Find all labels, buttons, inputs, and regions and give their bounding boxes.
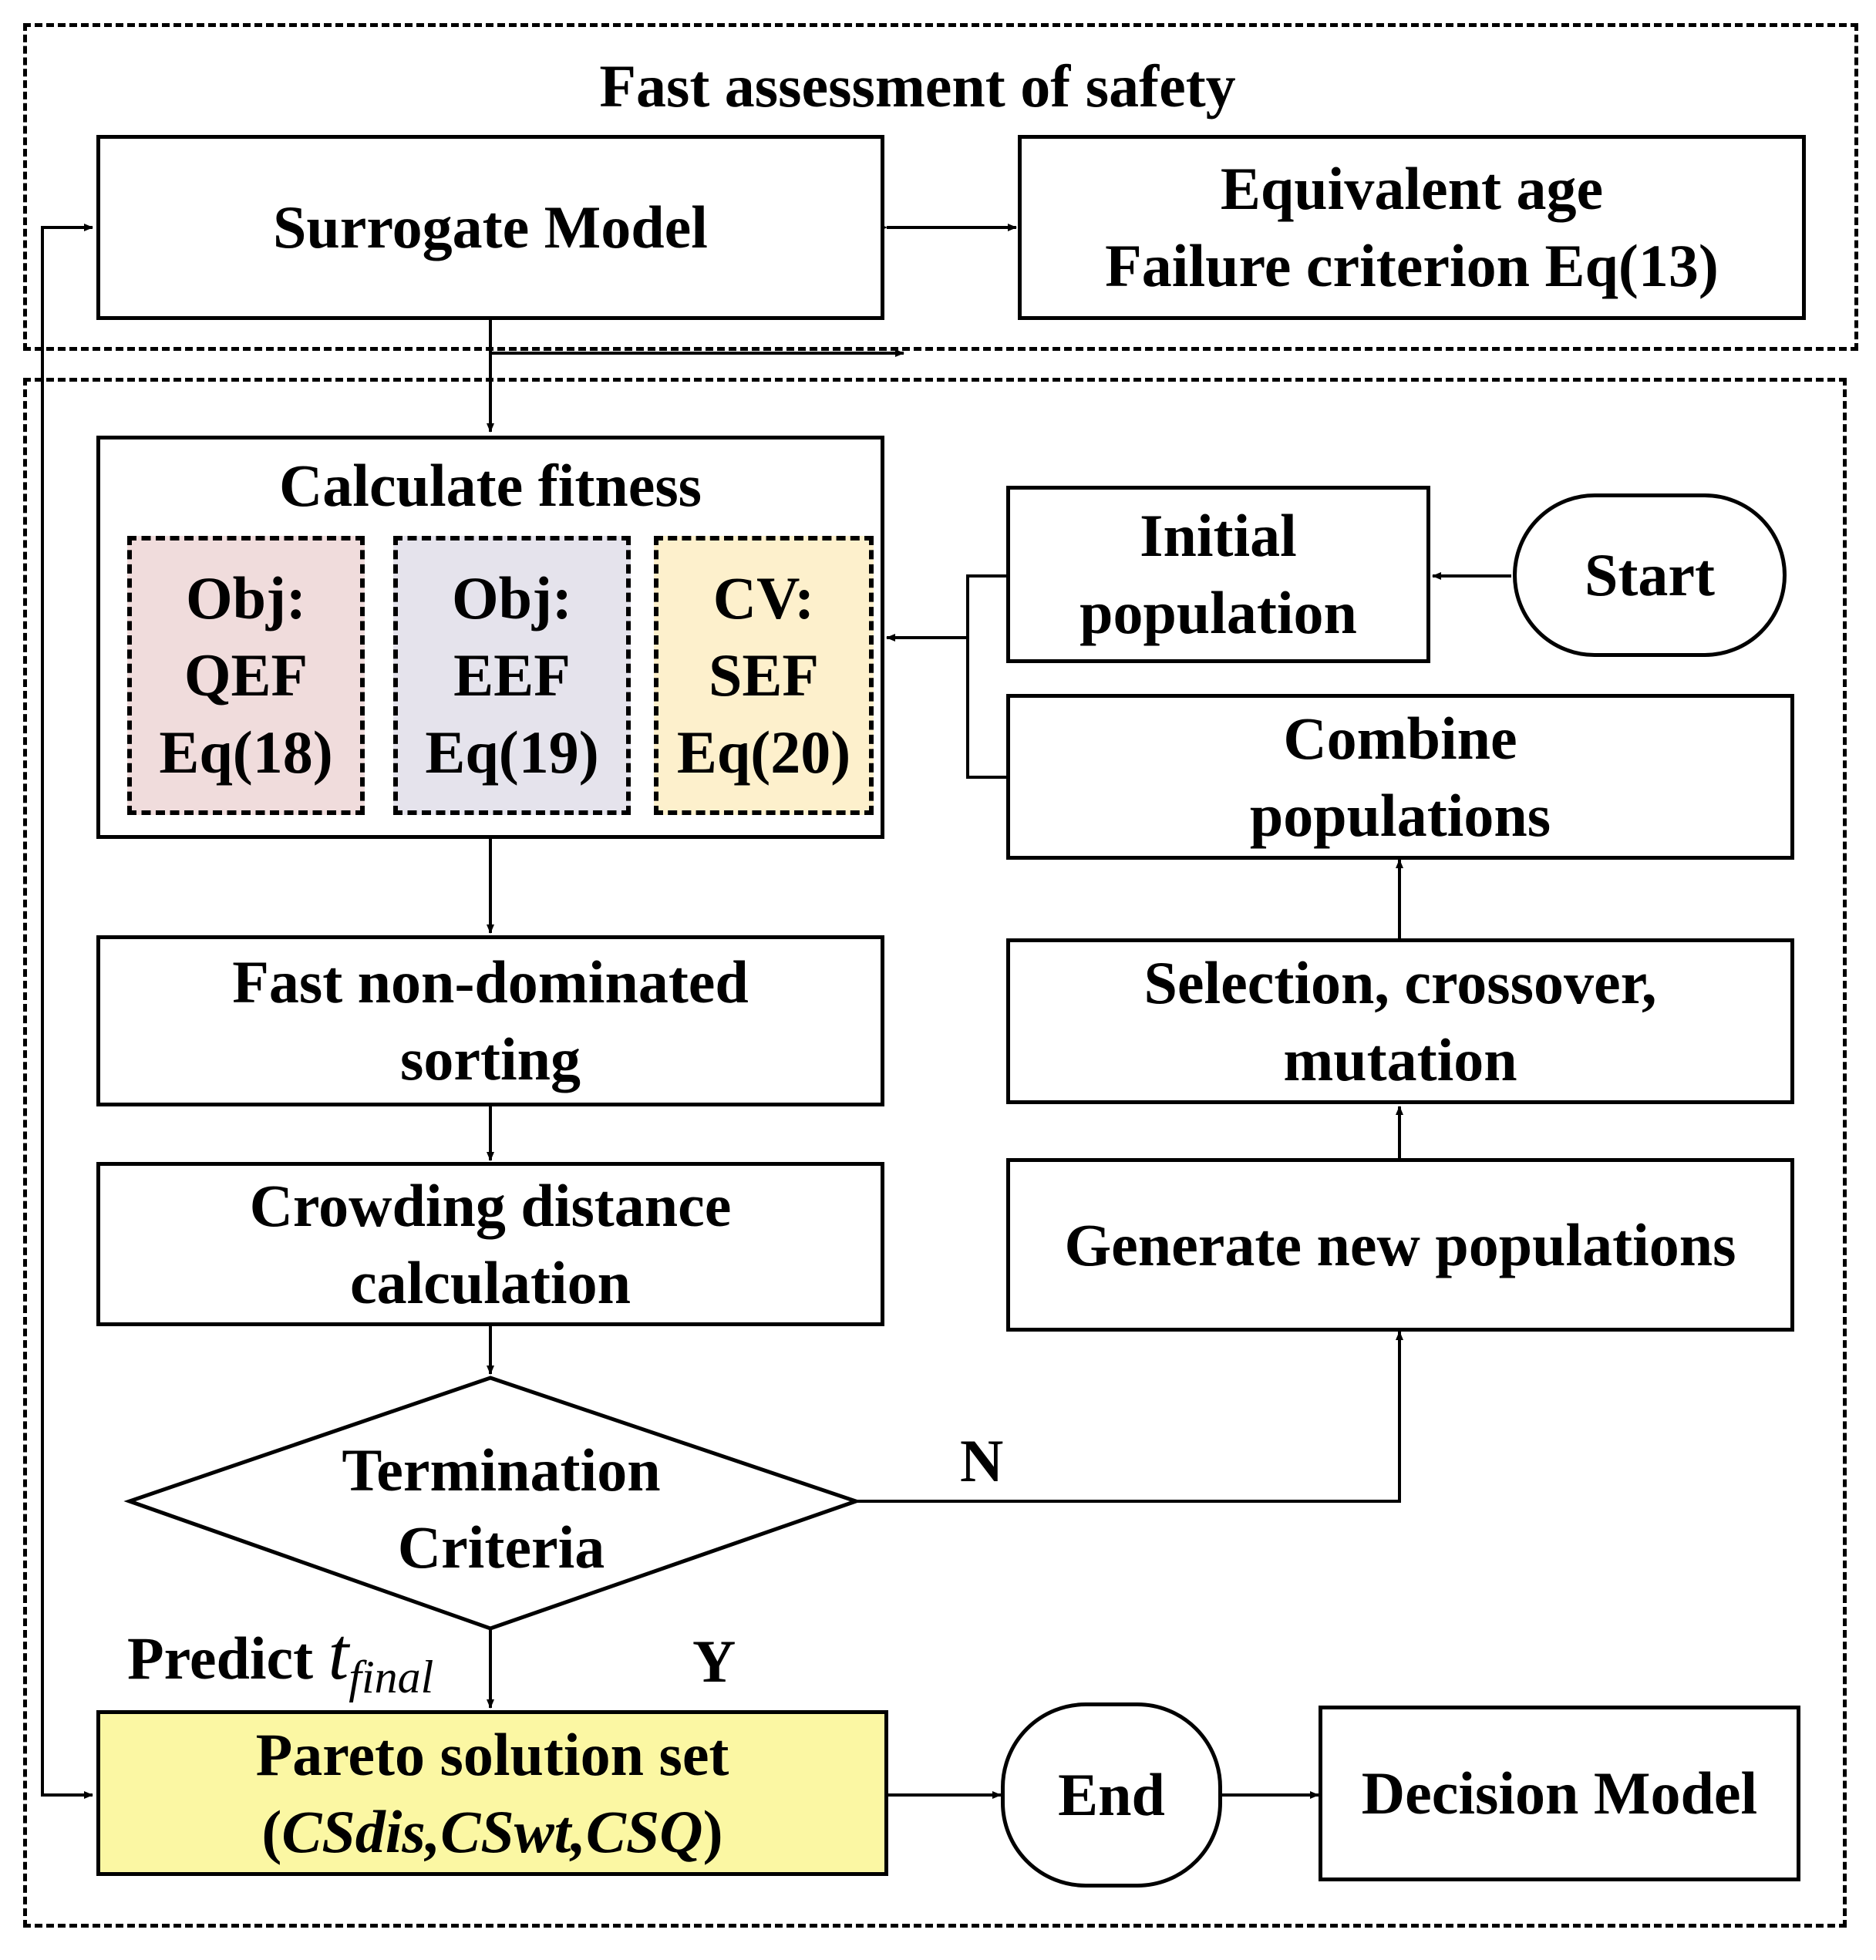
predict-label: Predict tfinal (127, 1612, 434, 1703)
arrow-loop-to-surrogate (41, 224, 93, 1797)
cv-sef-line1: CV: (712, 564, 815, 631)
initial-population-box: Initial population (1006, 486, 1430, 663)
selection-line1: Selection, crossover, (1143, 948, 1657, 1016)
obj-qef-line1: Obj: (186, 564, 306, 631)
start-label: Start (1585, 541, 1715, 608)
decision-model-box: Decision Model (1319, 1706, 1800, 1881)
fast-sorting-line1: Fast non-dominated (232, 948, 749, 1015)
surrogate-model-label: Surrogate Model (273, 194, 708, 261)
crowding-distance-line2: calculation (350, 1248, 631, 1316)
obj-qef-box: Obj: QEF Eq(18) (127, 536, 365, 815)
obj-eef-line1: Obj: (452, 564, 572, 631)
termination-diamond (123, 1376, 862, 1631)
safety-title: Fast assessment of safety (599, 52, 1236, 120)
no-label: N (960, 1427, 1004, 1494)
yes-label: Y (692, 1628, 736, 1695)
equivalent-age-line1: Equivalent age (1220, 155, 1604, 222)
optimization-region (23, 378, 1847, 1928)
crowding-distance-box: Crowding distance calculation (96, 1162, 884, 1326)
fast-sorting-box: Fast non-dominated sorting (96, 935, 884, 1106)
end-terminal: End (1001, 1702, 1222, 1888)
pareto-solution-box: Pareto solution set (CSdis,CSwt,CSQ) (96, 1710, 888, 1876)
pareto-variables: CSdis,CSwt,CSQ (281, 1797, 703, 1865)
selection-line2: mutation (1283, 1025, 1517, 1093)
combine-populations-box: Combine populations (1006, 694, 1794, 860)
surrogate-model-box: Surrogate Model (96, 135, 884, 320)
crowding-distance-line1: Crowding distance (249, 1171, 732, 1239)
obj-eef-box: Obj: EEF Eq(19) (393, 536, 631, 815)
initial-population-line2: population (1079, 579, 1357, 646)
pareto-open-paren: ( (261, 1797, 282, 1865)
bracket-initial (966, 574, 1007, 779)
fast-sorting-line2: sorting (400, 1025, 581, 1093)
pareto-line2: (CSdis,CSwt,CSQ) (261, 1793, 722, 1871)
pareto-line1: Pareto solution set (255, 1720, 729, 1788)
obj-qef-line3: Eq(18) (159, 719, 333, 786)
t-final-variable: t (328, 1612, 349, 1695)
calculate-fitness-label: Calculate fitness (278, 452, 702, 519)
obj-eef-line2: EEF (453, 642, 571, 709)
t-final-subscript: final (349, 1652, 434, 1702)
predict-text: Predict (127, 1625, 314, 1692)
decision-model-label: Decision Model (1361, 1760, 1758, 1827)
selection-box: Selection, crossover, mutation (1006, 938, 1794, 1104)
start-terminal: Start (1513, 493, 1787, 657)
pareto-close-paren: ) (702, 1797, 723, 1865)
termination-text: Termination Criteria (254, 1428, 748, 1590)
equivalent-age-line2: Failure criterion Eq(13) (1105, 232, 1719, 299)
safety-region (23, 23, 1858, 351)
termination-line2: Criteria (397, 1514, 605, 1581)
obj-qef-line2: QEF (184, 642, 308, 709)
end-label: End (1058, 1761, 1165, 1828)
equivalent-age-box: Equivalent age Failure criterion Eq(13) (1018, 135, 1806, 320)
termination-line1: Termination (342, 1436, 661, 1504)
initial-population-line1: Initial (1140, 502, 1297, 569)
cv-sef-box: CV: SEF Eq(20) (654, 536, 874, 815)
cv-sef-line2: SEF (708, 642, 820, 709)
combine-populations-line1: Combine (1283, 704, 1517, 772)
generate-new-populations-box: Generate new populations (1006, 1158, 1794, 1332)
cv-sef-line3: Eq(20) (676, 719, 851, 786)
combine-populations-line2: populations (1249, 781, 1551, 849)
arrow-termination-generate (856, 1331, 1403, 1503)
generate-new-populations-label: Generate new populations (1064, 1211, 1736, 1278)
obj-eef-line3: Eq(19) (425, 719, 599, 786)
